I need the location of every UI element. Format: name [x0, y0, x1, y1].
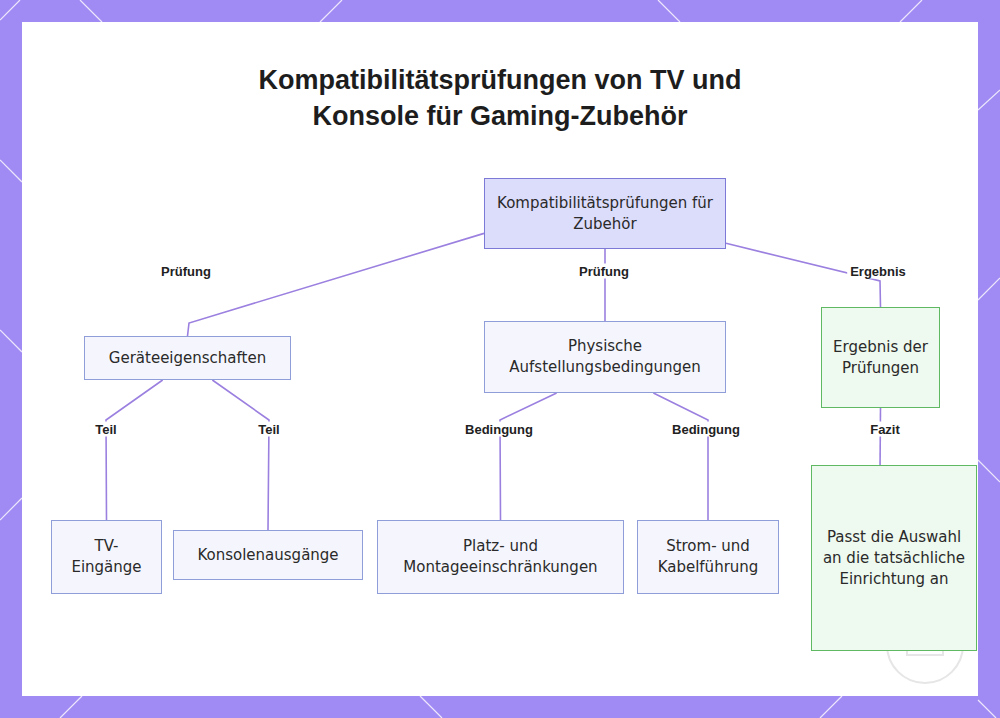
edge-label: Teil	[255, 422, 282, 437]
result-box: Ergebnis der Prüfungen	[821, 307, 940, 408]
conclusion-box: Passt die Auswahl an die tatsächliche Ei…	[811, 465, 977, 651]
edge-label: Bedingung	[669, 422, 743, 437]
connector-line	[188, 233, 485, 336]
category-box: Physische Aufstellungsbedingungen	[484, 321, 726, 393]
node-label: Konsolenausgänge	[197, 545, 338, 566]
leaf-box: Platz- und Montageeinschränkungen	[377, 520, 624, 594]
leaf-box: TV-Eingänge	[51, 520, 162, 594]
connector-line	[653, 393, 708, 520]
node-text-group: Physische Aufstellungsbedingungen	[493, 336, 717, 378]
node-label: Strom- und Kabelführung	[646, 536, 770, 578]
category-box: Geräteeigenschaften	[84, 336, 291, 380]
leaf-box: Konsolenausgänge	[173, 530, 363, 580]
root-box: Kompatibilitätsprüfungen für Zubehör	[484, 178, 726, 249]
node-text-group: Ergebnis der Prüfungen	[830, 337, 931, 379]
node-text-group: Platz- und Montageeinschränkungen	[386, 536, 615, 578]
node-text-group: Strom- und Kabelführung	[646, 536, 770, 578]
node-label: Ergebnis der Prüfungen	[830, 337, 931, 379]
node-label: TV-Eingänge	[60, 536, 153, 578]
edge-label: Fazit	[867, 422, 903, 437]
node-label: Passt die Auswahl an die tatsächliche Ei…	[820, 527, 968, 590]
node-text-group: Konsolenausgänge	[197, 545, 338, 566]
node-text-group: Geräteeigenschaften	[109, 348, 266, 369]
node-text-group: Passt die Auswahl an die tatsächliche Ei…	[820, 527, 968, 590]
node-label: Geräteeigenschaften	[109, 348, 266, 369]
connector-line	[106, 380, 163, 520]
edge-label: Prüfung	[158, 264, 214, 279]
node-text-group: Kompatibilitätsprüfungen für Zubehör	[493, 193, 717, 235]
node-label: Kompatibilitätsprüfungen für Zubehör	[493, 193, 717, 235]
connector-line	[212, 380, 269, 530]
node-text-group: TV-Eingänge	[60, 536, 153, 578]
edge-label: Teil	[92, 422, 119, 437]
node-label: Platz- und Montageeinschränkungen	[386, 536, 615, 578]
leaf-box: Strom- und Kabelführung	[637, 520, 779, 594]
diagram-title: Kompatibilitätsprüfungen von TV und Kons…	[220, 62, 780, 134]
edge-label: Prüfung	[576, 264, 632, 279]
connector-line	[879, 408, 881, 465]
node-label: Physische Aufstellungsbedingungen	[493, 336, 717, 378]
connector-line	[500, 393, 557, 520]
edge-label: Ergebnis	[847, 264, 909, 279]
connector-line	[604, 249, 606, 321]
edge-label: Bedingung	[462, 422, 536, 437]
